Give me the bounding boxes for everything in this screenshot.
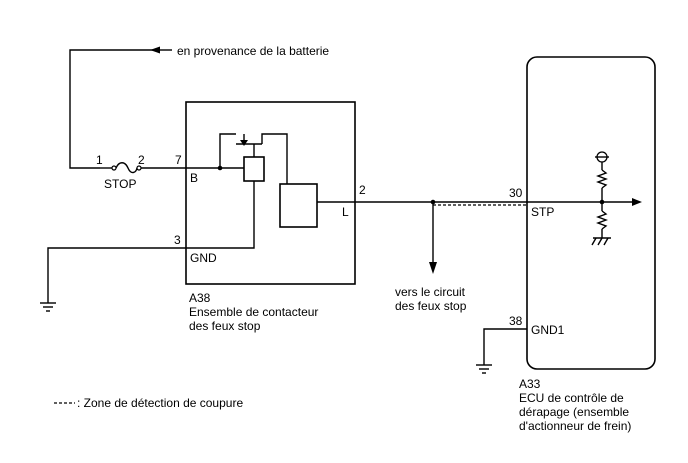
a38-pin-gnd-number: 3: [174, 233, 181, 247]
stop-circuit-line2: des feux stop: [395, 299, 467, 313]
switch-a38-box: [185, 101, 356, 285]
arrow-down-icon: [429, 262, 437, 274]
a38-name-line1: Ensemble de contacteur: [189, 305, 318, 319]
ground-icon: [40, 302, 56, 312]
ecu-pin-stp-label: STP: [531, 205, 554, 219]
a38-code: A38: [189, 291, 211, 305]
ecu-internal-circuit: [527, 151, 642, 246]
a38-ground-wire: [40, 247, 186, 312]
battery-feed-wire: [69, 46, 172, 169]
ecu-pin-stp-number: 30: [509, 186, 523, 200]
ecu-pin-gnd1-label: GND1: [531, 323, 565, 337]
fuse-pin-right: 2: [138, 153, 145, 167]
arrow-right-icon: [632, 198, 642, 206]
arrow-left-icon: [150, 46, 160, 54]
stop-circuit-line1: vers le circuit: [395, 285, 466, 299]
fuse-label: STOP: [104, 177, 136, 191]
a38-name-line2: des feux stop: [189, 319, 261, 333]
a38-pin-l-number: 2: [359, 183, 366, 197]
switch-a38-internal-circuit: [186, 133, 355, 249]
ecu-name-line2: dérapage (ensemble: [519, 405, 629, 419]
a38-pin-gnd-label: GND: [190, 251, 217, 265]
fuse-pin-left: 1: [96, 153, 103, 167]
fuse-stop: [100, 162, 186, 174]
ecu-name-line3: d'actionneur de frein): [519, 419, 631, 433]
switch-contact-block: [279, 183, 318, 228]
ecu-pin-gnd1-number: 38: [509, 314, 523, 328]
resistor-icon: [596, 169, 608, 189]
stp-signal-wire: [355, 199, 527, 274]
ecu-ground-wire: [476, 328, 527, 374]
resistor-icon: [596, 210, 608, 230]
ecu-code: A33: [519, 377, 541, 391]
ecu-name-line1: ECU de contrôle de: [519, 391, 624, 405]
transistor-arrow-icon: [240, 140, 248, 146]
a38-pin-l-label: L: [342, 205, 349, 219]
a38-pin-b-number: 7: [175, 153, 182, 167]
chassis-ground-icon: [591, 237, 611, 246]
ground-icon: [476, 364, 492, 374]
relay-coil: [243, 156, 265, 182]
battery-label: en provenance de la batterie: [177, 44, 329, 58]
a38-pin-b-label: B: [190, 171, 198, 185]
ecu-a33-box: [526, 56, 656, 370]
legend-text: : Zone de détection de coupure: [77, 396, 243, 410]
